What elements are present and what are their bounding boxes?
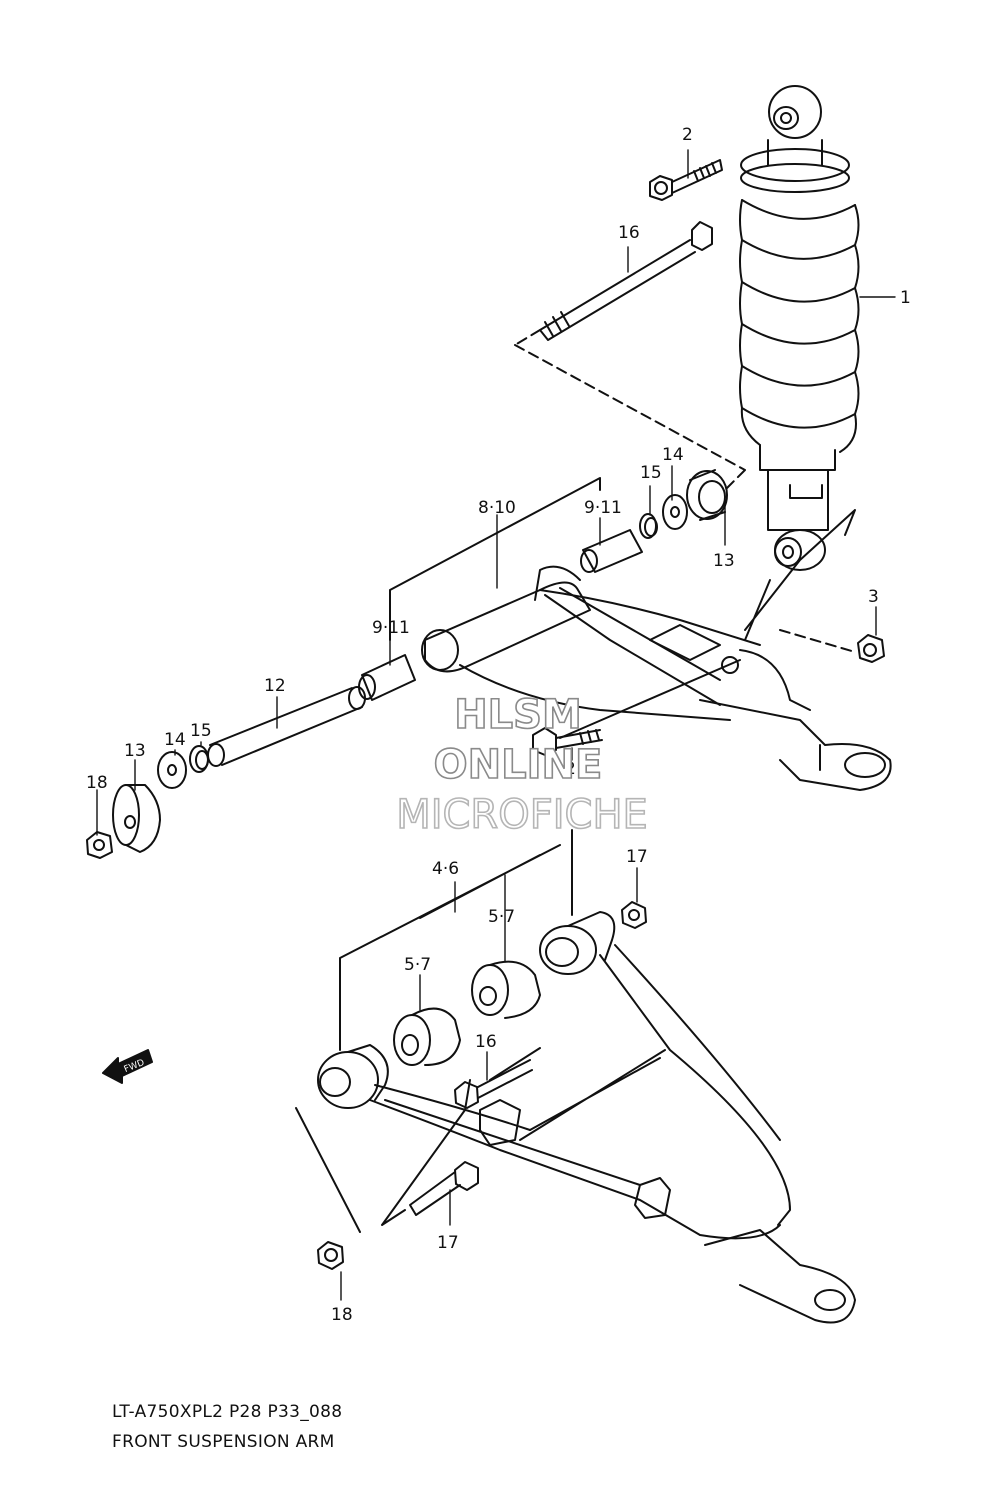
callout-16-lower: 16 — [475, 1032, 497, 1052]
callout-17-nut: 17 — [626, 847, 648, 867]
callout-8-10: 8·10 — [478, 498, 516, 518]
callout-9-11-upper: 9·11 — [584, 498, 622, 518]
diagram-title: FRONT SUSPENSION ARM — [112, 1432, 335, 1452]
callout-3: 3 — [868, 587, 879, 607]
callout-15-right: 15 — [640, 463, 662, 483]
callout-17-bolt: 17 — [437, 1233, 459, 1253]
callout-1: 1 — [900, 288, 911, 308]
collar-15-right — [639, 513, 658, 539]
nut-18-left — [86, 831, 113, 859]
callout-18-left: 18 — [86, 773, 108, 793]
callout-15-left: 15 — [190, 721, 212, 741]
callouts: 2 16 1 14 15 13 8·10 9·11 9·11 3 12 13 1… — [86, 125, 911, 1325]
fwd-arrow-icon: FWD — [102, 1049, 153, 1084]
watermark-line-1: HLSM — [454, 692, 582, 738]
leader-dashed — [514, 329, 746, 491]
callout-2-mid: 2 — [565, 759, 576, 779]
diagram-code: LT-A750XPL2 P28 P33_088 — [112, 1402, 343, 1422]
bushing-5-7-left — [393, 1007, 461, 1066]
lower-a-arm — [317, 911, 856, 1324]
collar-15-left — [189, 745, 209, 773]
nut-17 — [621, 901, 647, 929]
bushing-5-7-right — [471, 960, 541, 1019]
nut-18-lower — [317, 1241, 344, 1270]
callout-leaders — [96, 149, 896, 1301]
bushing-13-right — [686, 469, 728, 521]
bushing-13-left — [112, 784, 161, 853]
callout-18-lower: 18 — [331, 1305, 353, 1325]
nut-3 — [779, 629, 885, 663]
callout-5-7-left: 5·7 — [404, 955, 431, 975]
callout-13-right: 13 — [713, 551, 735, 571]
callout-4-6: 4·6 — [432, 859, 459, 879]
callout-16-top: 16 — [618, 223, 640, 243]
shock-absorber — [739, 85, 860, 571]
leader-dashed — [779, 629, 856, 653]
callout-5-7-right: 5·7 — [488, 907, 515, 927]
leader-lines-lower — [295, 829, 573, 1233]
bolt-16-long — [539, 221, 713, 341]
bolt-16-lower — [454, 1059, 533, 1109]
leader-dashed — [389, 477, 601, 641]
watermark-line-2: ONLINE — [434, 742, 603, 788]
collar-9-11-upper — [580, 529, 643, 573]
washer-14-left — [157, 751, 187, 789]
bolt-2-mid — [532, 659, 741, 756]
watermark: HLSM ONLINE MICROFICHE — [395, 691, 648, 839]
callout-9-11-lower: 9·11 — [372, 618, 410, 638]
bolt-17-lower — [409, 1161, 479, 1216]
collar-9-11-lower — [358, 654, 416, 701]
washer-14-right — [662, 494, 688, 530]
leader-lines — [744, 509, 856, 641]
pipe-12 — [207, 686, 366, 767]
callout-13-left: 13 — [124, 741, 146, 761]
callout-12: 12 — [264, 676, 286, 696]
callout-14-left: 14 — [164, 730, 186, 750]
watermark-line-3: MICROFICHE — [396, 792, 648, 838]
bolt-2-top — [649, 159, 723, 201]
callout-14-right: 14 — [662, 445, 684, 465]
callout-2-top: 2 — [682, 125, 693, 145]
upper-a-arm — [421, 565, 892, 791]
